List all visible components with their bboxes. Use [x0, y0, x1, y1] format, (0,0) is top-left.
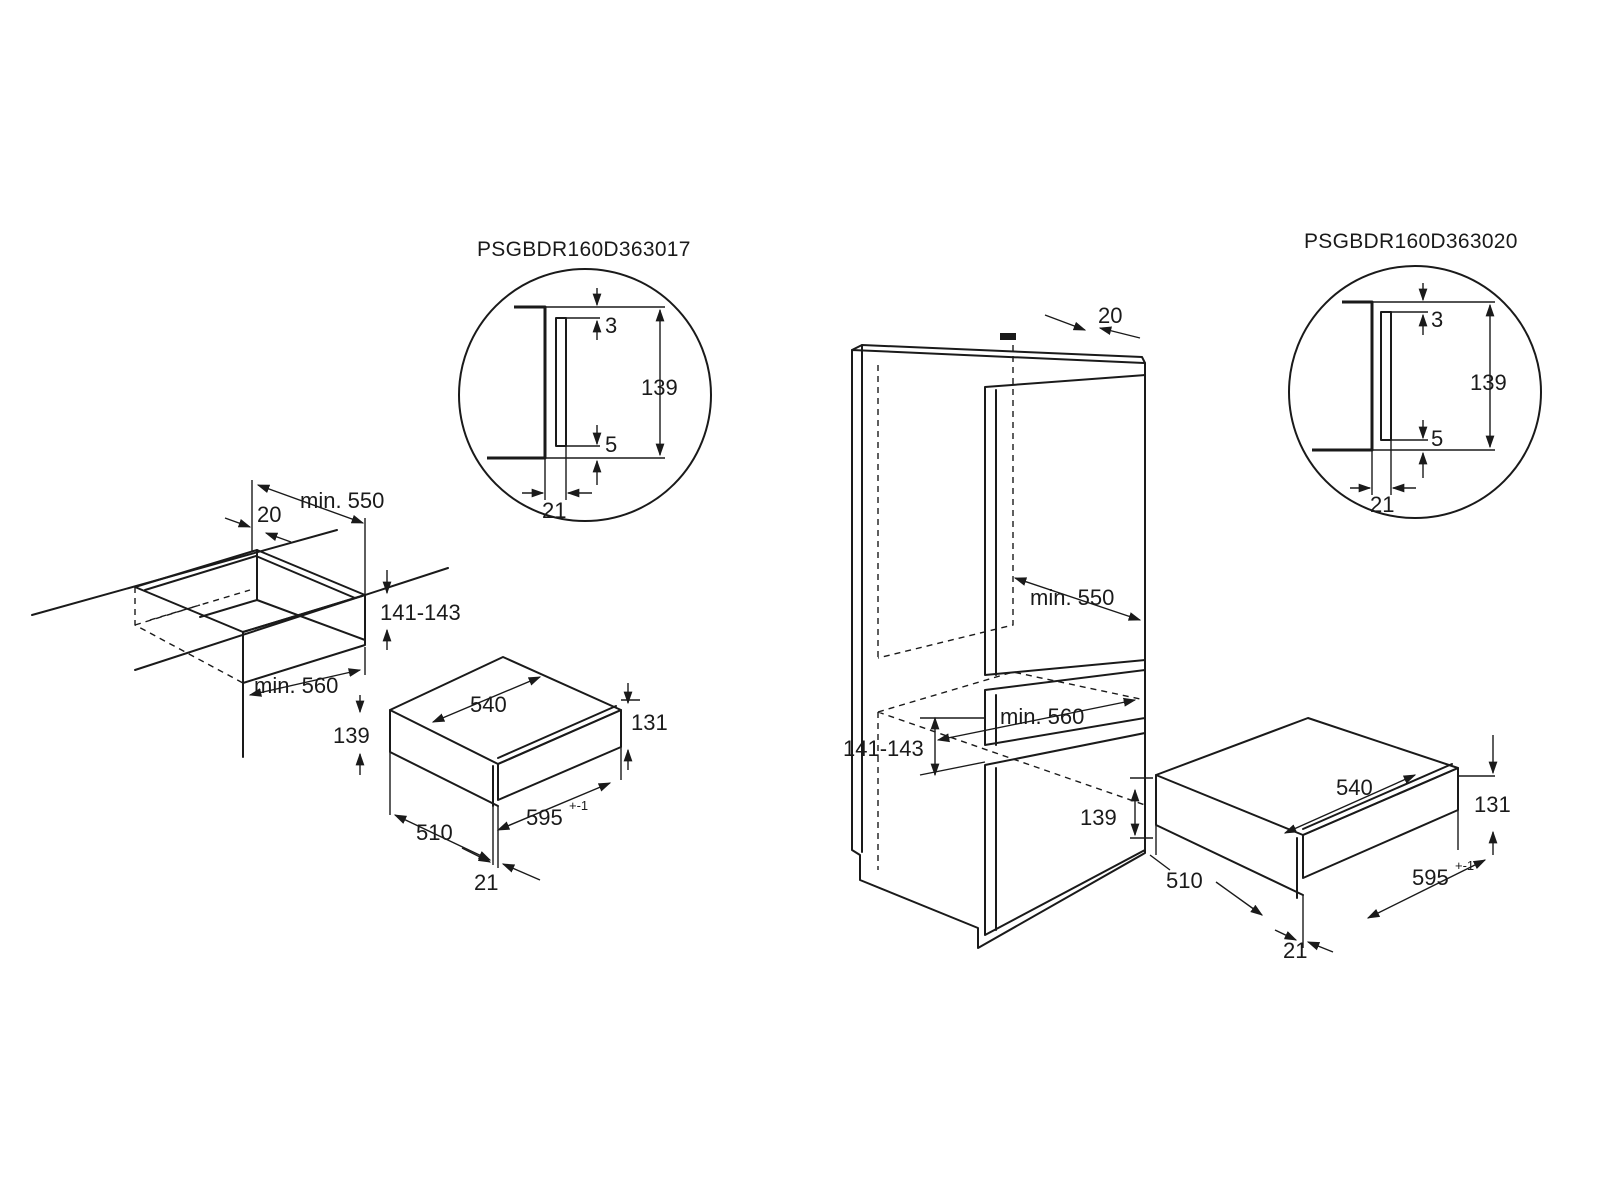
left-niche-min-width-label: min. 560: [254, 673, 338, 698]
right-unit-depth-label: 510: [1166, 868, 1203, 893]
right-detail-code: PSGBDR160D363020: [1304, 230, 1518, 253]
left-detail-cabinet-edge: [487, 305, 547, 460]
right-detail-top-gap-label: 3: [1431, 307, 1443, 332]
left-detail-bottom-gap-label: 5: [605, 432, 617, 457]
right-detail-height-label: 139: [1470, 370, 1507, 395]
right-cabinet-view: 20 min. 550 min. 560 141-143: [843, 303, 1146, 949]
right-cabinet-recess-label: 20: [1098, 303, 1122, 328]
left-niche-height-label: 141-143: [380, 600, 461, 625]
left-unit-front-width-tolerance: +-1: [569, 798, 588, 813]
left-unit-body-height-label: 139: [333, 723, 370, 748]
right-drawer-unit: 540 131 139 510 595 +-1 21: [1080, 717, 1511, 963]
left-niche-top: [134, 549, 366, 633]
left-detail-height-label: 139: [641, 375, 678, 400]
right-detail-circle: [1288, 265, 1542, 519]
right-detail-bottom-gap-label: 5: [1431, 426, 1443, 451]
left-niche-recess-label: 20: [257, 502, 281, 527]
left-detail-depth-label: 21: [542, 498, 566, 523]
right-unit-front-height-label: 131: [1474, 792, 1511, 817]
right-cabinet-min-depth-label: min. 550: [1030, 585, 1114, 610]
left-niche-min-depth-label: min. 550: [300, 488, 384, 513]
right-unit-body-height-label: 139: [1080, 805, 1117, 830]
left-drawer-unit: 540 131 139 510 595 +-1 21: [333, 656, 668, 895]
right-cabinet-height-label: 141-143: [843, 736, 924, 761]
left-unit-front-width-label: 595: [526, 805, 563, 830]
left-detail-view: PSGBDR160D363017 139 3 5 21: [458, 238, 712, 523]
left-detail-code: PSGBDR160D363017: [477, 238, 691, 261]
right-unit-front-width-label: 595: [1412, 865, 1449, 890]
right-cabinet-min-width-label: min. 560: [1000, 704, 1084, 729]
left-unit-front-height-label: 131: [631, 710, 668, 735]
right-unit-width-label: 540: [1336, 775, 1373, 800]
left-detail-front-panel: [555, 317, 567, 447]
right-cabinet-door: [984, 374, 1146, 676]
left-detail-circle: [458, 268, 712, 522]
left-unit-width-label: 540: [470, 692, 507, 717]
right-unit-front-depth-label: 21: [1283, 938, 1307, 963]
right-cabinet-lower-door: [984, 732, 1146, 936]
left-detail-top-gap-label: 3: [605, 313, 617, 338]
right-unit-front: [1302, 767, 1459, 879]
right-detail-cabinet-edge: [1312, 300, 1374, 452]
right-unit-front-width-tolerance: +-1: [1455, 858, 1474, 873]
right-detail-view: PSGBDR160D363020 139 3 5 21: [1288, 230, 1542, 519]
left-cabinet-front-line: [134, 567, 449, 671]
left-niche-view: min. 550 20 141-143 min. 560: [31, 480, 461, 758]
right-cabinet-carcass: [851, 349, 1146, 949]
right-detail-front-panel: [1380, 311, 1392, 441]
left-unit-depth-label: 510: [416, 820, 453, 845]
right-cabinet-hinge-mark: [1000, 333, 1016, 340]
right-detail-depth-label: 21: [1370, 492, 1394, 517]
left-niche-opening: [242, 594, 366, 684]
left-unit-front-depth-label: 21: [474, 870, 498, 895]
